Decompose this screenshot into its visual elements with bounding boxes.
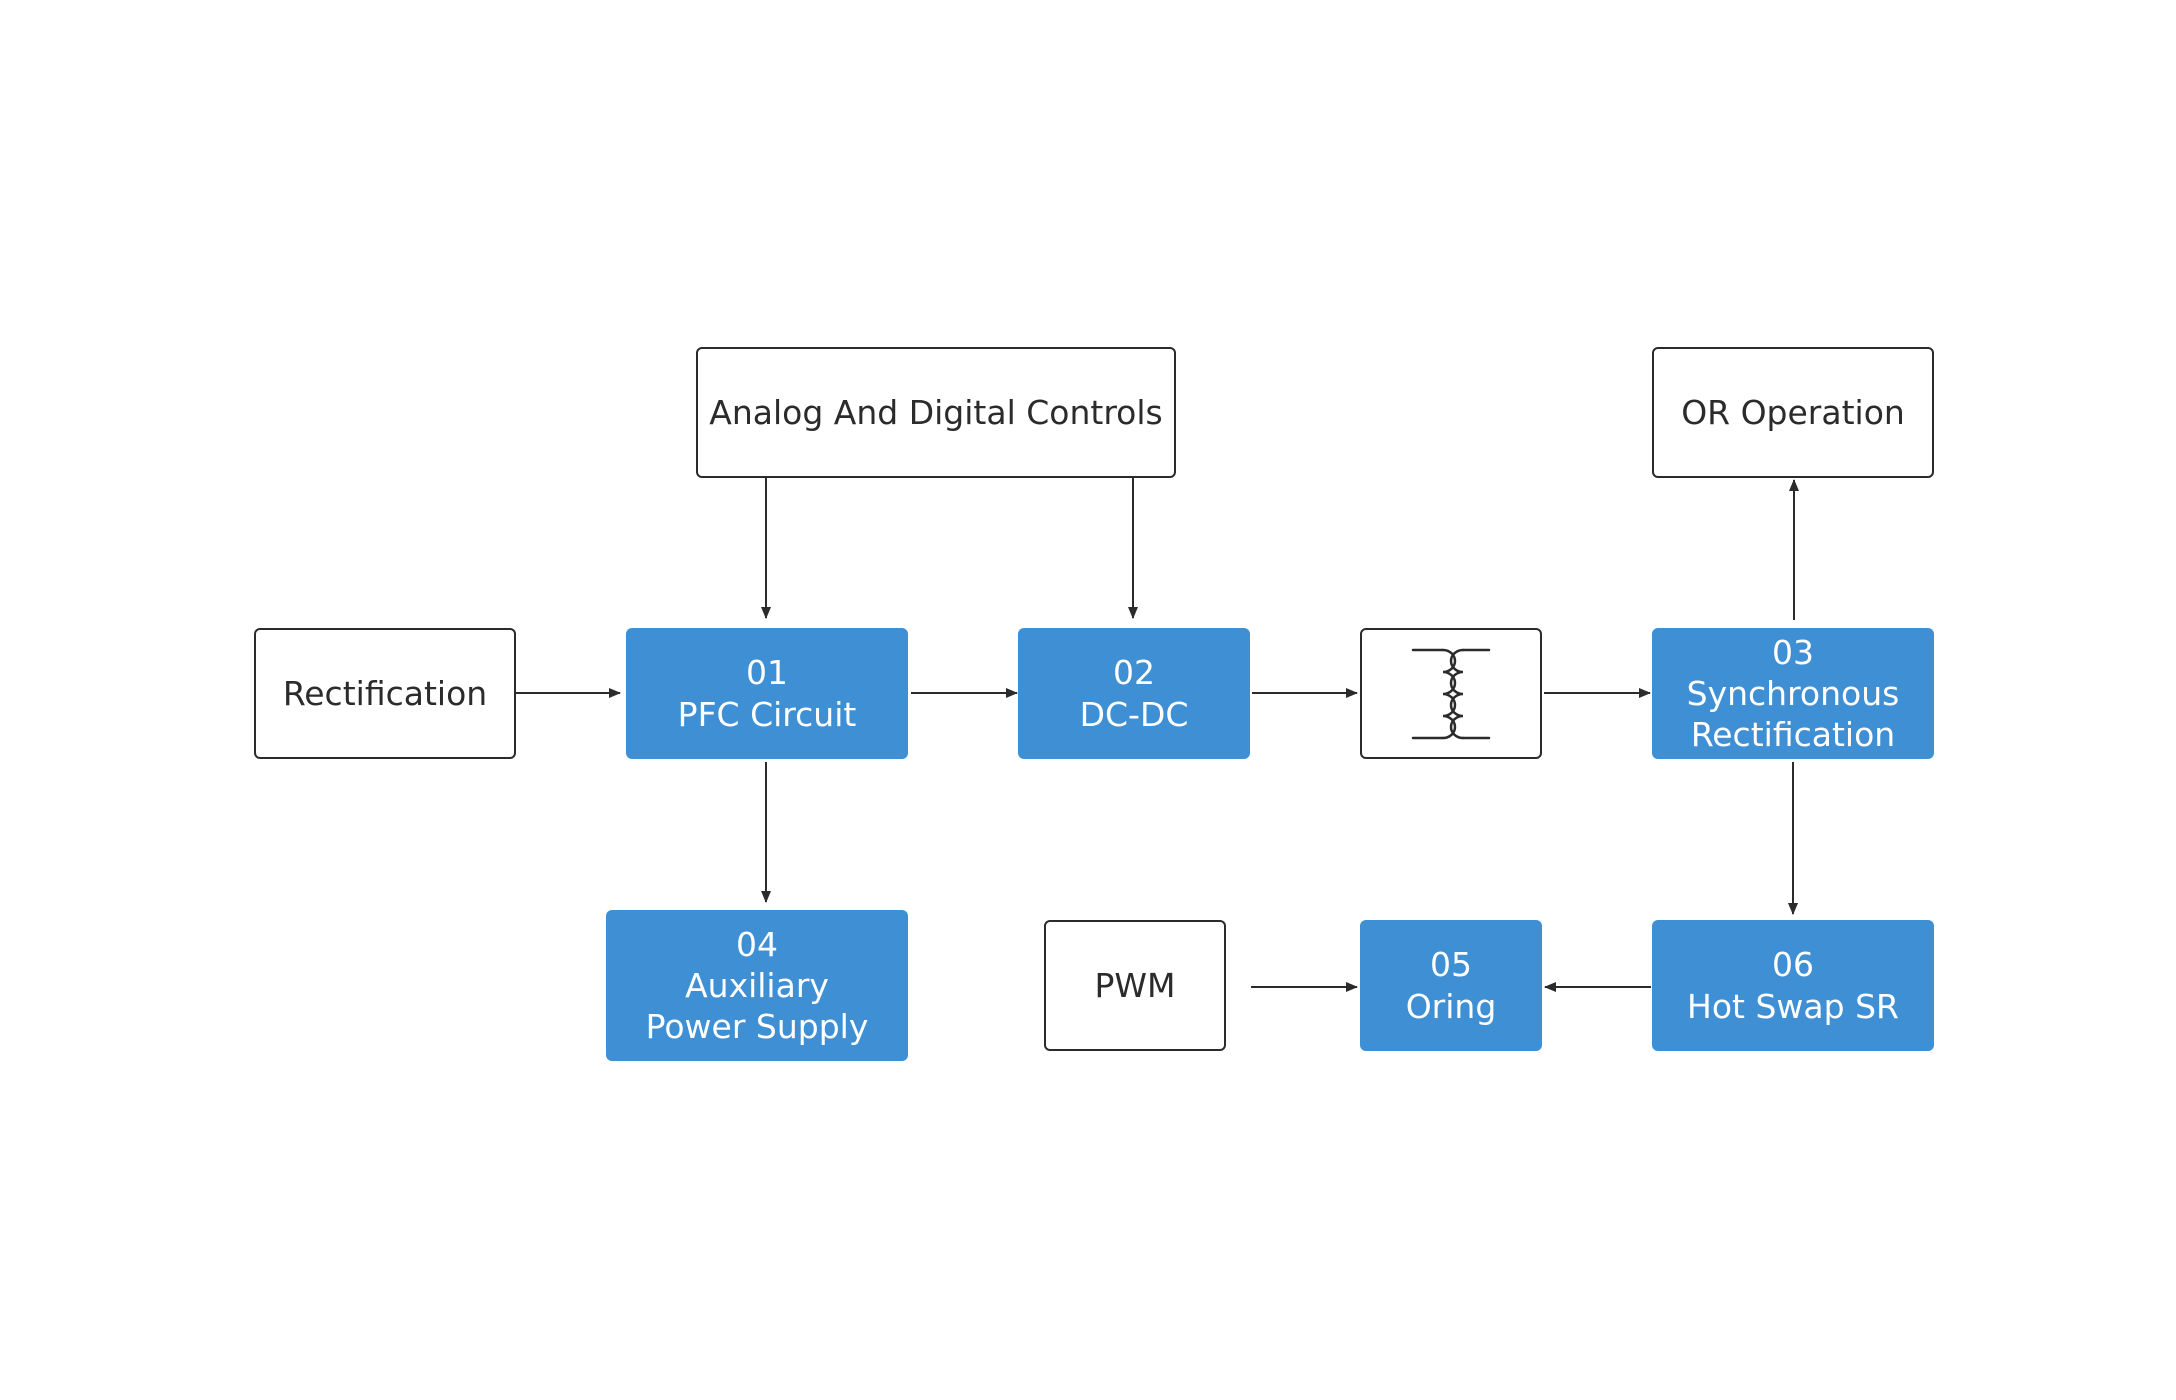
auxiliary-power-supply-label-line1: Auxiliary <box>685 965 829 1005</box>
auxiliary-power-supply-label-line2: Power Supply <box>645 1007 869 1047</box>
dc-dc-label: DC-DC <box>1079 694 1189 734</box>
synchronous-rectification-number: 03 <box>1772 632 1814 672</box>
rectification-label: Rectification <box>282 673 488 713</box>
synchronous-rectification-label-line2: Rectification <box>1690 715 1896 755</box>
or-operation-box: OR Operation <box>1652 347 1934 478</box>
rectification-box: Rectification <box>254 628 516 759</box>
transformer-box <box>1360 628 1542 759</box>
oring-number: 05 <box>1430 945 1472 985</box>
oring-box: 05 Oring <box>1360 920 1542 1051</box>
auxiliary-power-supply-box: 04 Auxiliary Power Supply <box>606 910 908 1061</box>
synchronous-rectification-label-line1: Synchronous <box>1686 673 1900 713</box>
hot-swap-sr-number: 06 <box>1772 945 1814 985</box>
pfc-circuit-box: 01 PFC Circuit <box>626 628 908 759</box>
pwm-label: PWM <box>1094 965 1176 1005</box>
hot-swap-sr-label: Hot Swap SR <box>1687 986 1899 1026</box>
synchronous-rectification-box: 03 Synchronous Rectification <box>1652 628 1934 759</box>
dc-dc-number: 02 <box>1113 653 1155 693</box>
hot-swap-sr-box: 06 Hot Swap SR <box>1652 920 1934 1051</box>
pfc-circuit-label: PFC Circuit <box>677 694 857 734</box>
transformer-icon <box>1411 648 1491 739</box>
or-operation-label: OR Operation <box>1681 392 1905 432</box>
oring-label: Oring <box>1405 986 1497 1026</box>
analog-digital-controls-label: Analog And Digital Controls <box>709 392 1163 432</box>
pfc-circuit-number: 01 <box>746 653 788 693</box>
pwm-box: PWM <box>1044 920 1226 1051</box>
dc-dc-box: 02 DC-DC <box>1018 628 1250 759</box>
auxiliary-power-supply-number: 04 <box>736 924 778 964</box>
analog-digital-controls-box: Analog And Digital Controls <box>696 347 1176 478</box>
